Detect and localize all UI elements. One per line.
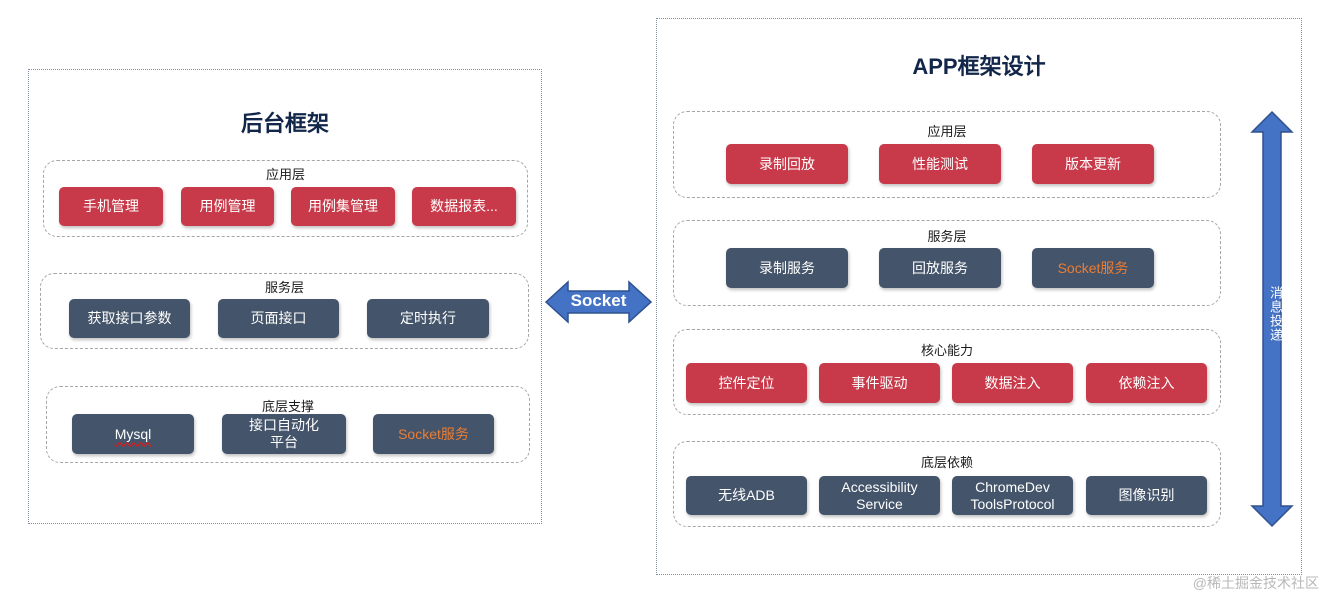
wireless-adb-label: 无线ADB [718,487,775,503]
watermark: @稀土掘金技术社区 [1192,575,1319,591]
accessibility-service-box: Accessibility Service [819,476,940,515]
backend-frame: 后台框架 [28,69,542,524]
app-frame: APP框架设计 [656,18,1302,575]
backend-base-layer: 底层支撑 [46,386,530,463]
phone-management-box: 手机管理 [59,187,163,226]
backend-base-layer-label: 底层支撑 [261,399,314,414]
case-management-box: 用例管理 [181,187,274,226]
mysql-label: Mysql [114,425,152,442]
app-core-layer: 核心能力 [673,329,1221,415]
backend-app-layer-label: 应用层 [265,167,305,182]
backend-title: 后台框架 [240,111,329,136]
app-app-layer: 应用层 [673,111,1221,198]
scheduled-run-box: 定时执行 [367,299,489,338]
image-recognition-box: 图像识别 [1086,476,1207,515]
wireless-adb-box: 无线ADB [686,476,807,515]
page-api-box: 页面接口 [218,299,339,338]
socket-label: Socket [570,291,627,310]
data-report-box: 数据报表... [412,187,516,226]
app-socket-service-box: Socket服务 [1032,248,1154,288]
record-replay-box: 录制回放 [726,144,848,184]
backend-app-layer: 应用层 [43,160,528,237]
record-service-box: 录制服务 [726,248,848,288]
app-service-layer: 服务层 [673,220,1221,306]
api-automation-platform-box: 接口自动化 平台 [222,414,346,454]
widget-locate-box: 控件定位 [686,363,807,403]
dependency-injection-box: 依赖注入 [1086,363,1207,403]
backend-service-layer-label: 服务层 [264,280,304,295]
get-api-params-box: 获取接口参数 [69,299,190,338]
app-app-layer-label: 应用层 [927,124,967,139]
data-injection-box: 数据注入 [952,363,1073,403]
backend-service-layer: 服务层 [40,273,529,349]
app-base-layer-label: 底层依赖 [920,455,973,470]
event-driven-box: 事件驱动 [819,363,940,403]
app-service-layer-label: 服务层 [927,229,967,244]
app-core-layer-label: 核心能力 [920,343,973,358]
message-delivery-arrow [1250,110,1294,528]
case-set-management-box: 用例集管理 [291,187,395,226]
socket-double-arrow [544,280,653,324]
mysql-box: Mysql [72,414,194,454]
chrome-devtools-protocol-box: ChromeDev ToolsProtocol [952,476,1073,515]
message-delivery-label: 消息投递 [1268,286,1283,342]
app-base-layer: 底层依赖 [673,441,1221,527]
performance-test-box: 性能测试 [879,144,1001,184]
version-update-box: 版本更新 [1032,144,1154,184]
app-title: APP框架设计 [912,54,1046,79]
backend-socket-service-box: Socket服务 [373,414,494,454]
replay-service-box: 回放服务 [879,248,1001,288]
